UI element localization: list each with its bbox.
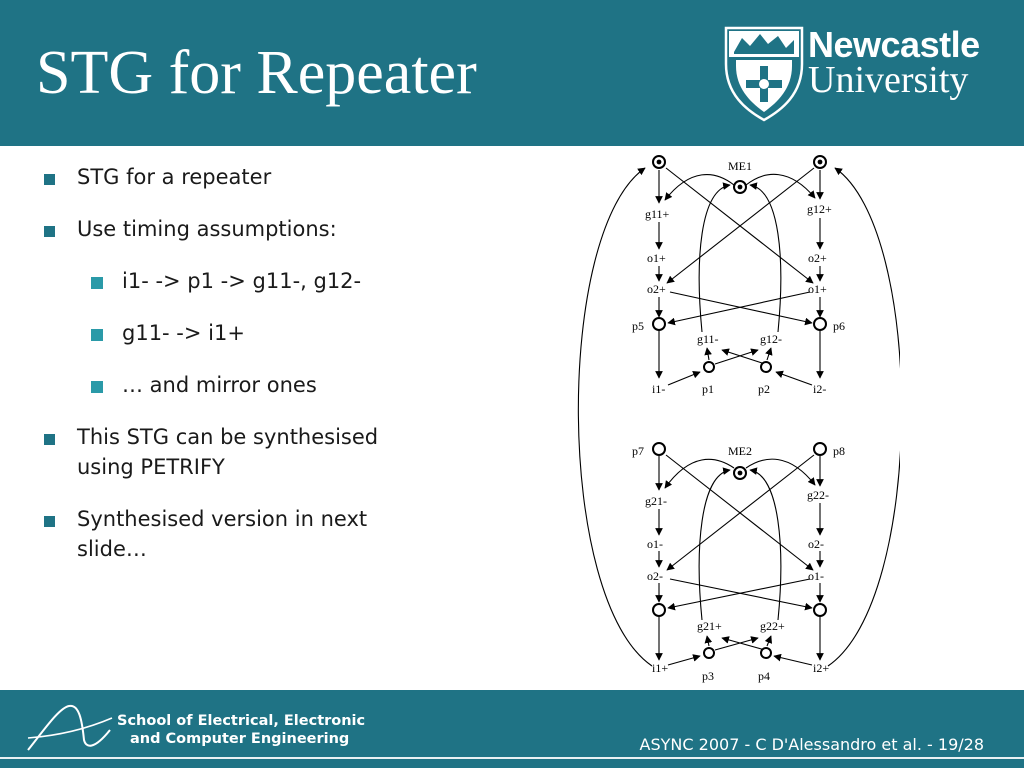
sub-bullet-item: i1- -> p1 -> g11-, g12- (40, 266, 420, 296)
bullet-marker-icon (44, 516, 55, 527)
bullet-text: STG for a repeater (77, 165, 272, 189)
place (813, 603, 827, 617)
place (760, 361, 772, 373)
label-i2m: i2- (813, 382, 826, 396)
bullet-item: This STG can be synthesised using PETRIF… (40, 422, 420, 482)
label-p3: p3 (702, 669, 714, 683)
label-i1p: i1+ (652, 661, 668, 675)
label-g22p: g22+ (760, 619, 785, 633)
bullet-item: Use timing assumptions: (40, 214, 420, 244)
bullet-text: … and mirror ones (122, 373, 317, 397)
label-i1m: i1- (652, 382, 665, 396)
bullet-marker-icon (91, 381, 103, 393)
school-name-line1: School of Electrical, Electronic (117, 713, 366, 729)
label-p4: p4 (758, 669, 770, 683)
label-o2m: o2- (647, 569, 663, 583)
label-o1m: o1- (808, 569, 824, 583)
stg-places (652, 155, 827, 659)
label-p6: p6 (833, 319, 845, 333)
school-logo-icon (27, 704, 113, 751)
place (813, 317, 827, 331)
label-o1m: o1- (647, 537, 663, 551)
bullet-marker-icon (91, 277, 103, 289)
label-p2: p2 (758, 382, 770, 396)
bullet-marker-icon (44, 434, 55, 445)
bullet-marker-icon (44, 174, 55, 185)
footer-caption: ASYNC 2007 - C D'Alessandro et al. - 19/… (639, 735, 984, 754)
label-g11m: g11- (697, 332, 719, 346)
bullet-marker-icon (91, 329, 103, 341)
header-bar (0, 0, 1024, 146)
place (760, 647, 772, 659)
place (652, 442, 666, 456)
label-o1p: o1+ (808, 282, 827, 296)
place (813, 442, 827, 456)
place (703, 361, 715, 373)
label-g21p: g21+ (697, 619, 722, 633)
label-o2m: o2- (808, 537, 824, 551)
label-p8: p8 (833, 444, 845, 458)
slide-title: STG for Repeater (36, 39, 477, 107)
university-shield-icon (724, 26, 804, 122)
bullet-list: STG for a repeater Use timing assumption… (40, 160, 420, 564)
label-g12m: g12- (760, 332, 782, 346)
label-g12p: g12+ (807, 202, 832, 216)
sub-bullet-item: g11- -> i1+ (40, 318, 420, 348)
place (652, 603, 666, 617)
footer-bar (0, 690, 1024, 768)
place (703, 647, 715, 659)
label-p7: p7 (632, 444, 644, 458)
bullet-text: Use timing assumptions: (77, 217, 337, 241)
label-me1: ME1 (728, 159, 752, 173)
sub-bullet-item: … and mirror ones (40, 370, 420, 400)
bullet-item: STG for a repeater (40, 162, 420, 192)
label-g11p: g11+ (645, 207, 670, 221)
label-me2: ME2 (728, 444, 752, 458)
university-name-line1: Newcastle (808, 24, 980, 65)
place (652, 317, 666, 331)
bullet-marker-icon (44, 226, 55, 237)
bullet-text: i1- -> p1 -> g11-, g12- (122, 269, 362, 293)
label-g21m: g21- (645, 494, 667, 508)
token (737, 470, 743, 476)
token (656, 159, 662, 165)
school-name-line2: and Computer Engineering (130, 731, 350, 747)
stg-arcs (577, 167, 900, 667)
stg-diagram: ME1 g11+ g12+ o1+ o2+ o2+ o1+ p5 p6 g11-… (577, 155, 900, 683)
university-name-line2: University (808, 59, 969, 101)
label-p5: p5 (632, 319, 644, 333)
bullet-text: Synthesised version in next slide… (77, 507, 368, 561)
token (737, 184, 743, 190)
label-i2p: i2+ (813, 661, 829, 675)
footer-divider (0, 757, 1024, 759)
label-p1: p1 (702, 382, 714, 396)
label-o2p: o2+ (808, 251, 827, 265)
bullet-text: g11- -> i1+ (122, 321, 245, 345)
newcastle-university-logo (724, 26, 804, 122)
label-o2p: o2+ (647, 282, 666, 296)
label-o1p: o1+ (647, 251, 666, 265)
token (817, 159, 823, 165)
bullet-item: Synthesised version in next slide… (40, 504, 420, 564)
stg-labels: ME1 g11+ g12+ o1+ o2+ o2+ o1+ p5 p6 g11-… (632, 159, 845, 683)
stg-tokens (656, 159, 823, 476)
bullet-text: This STG can be synthesised using PETRIF… (77, 425, 379, 479)
label-g22m: g22- (807, 488, 829, 502)
